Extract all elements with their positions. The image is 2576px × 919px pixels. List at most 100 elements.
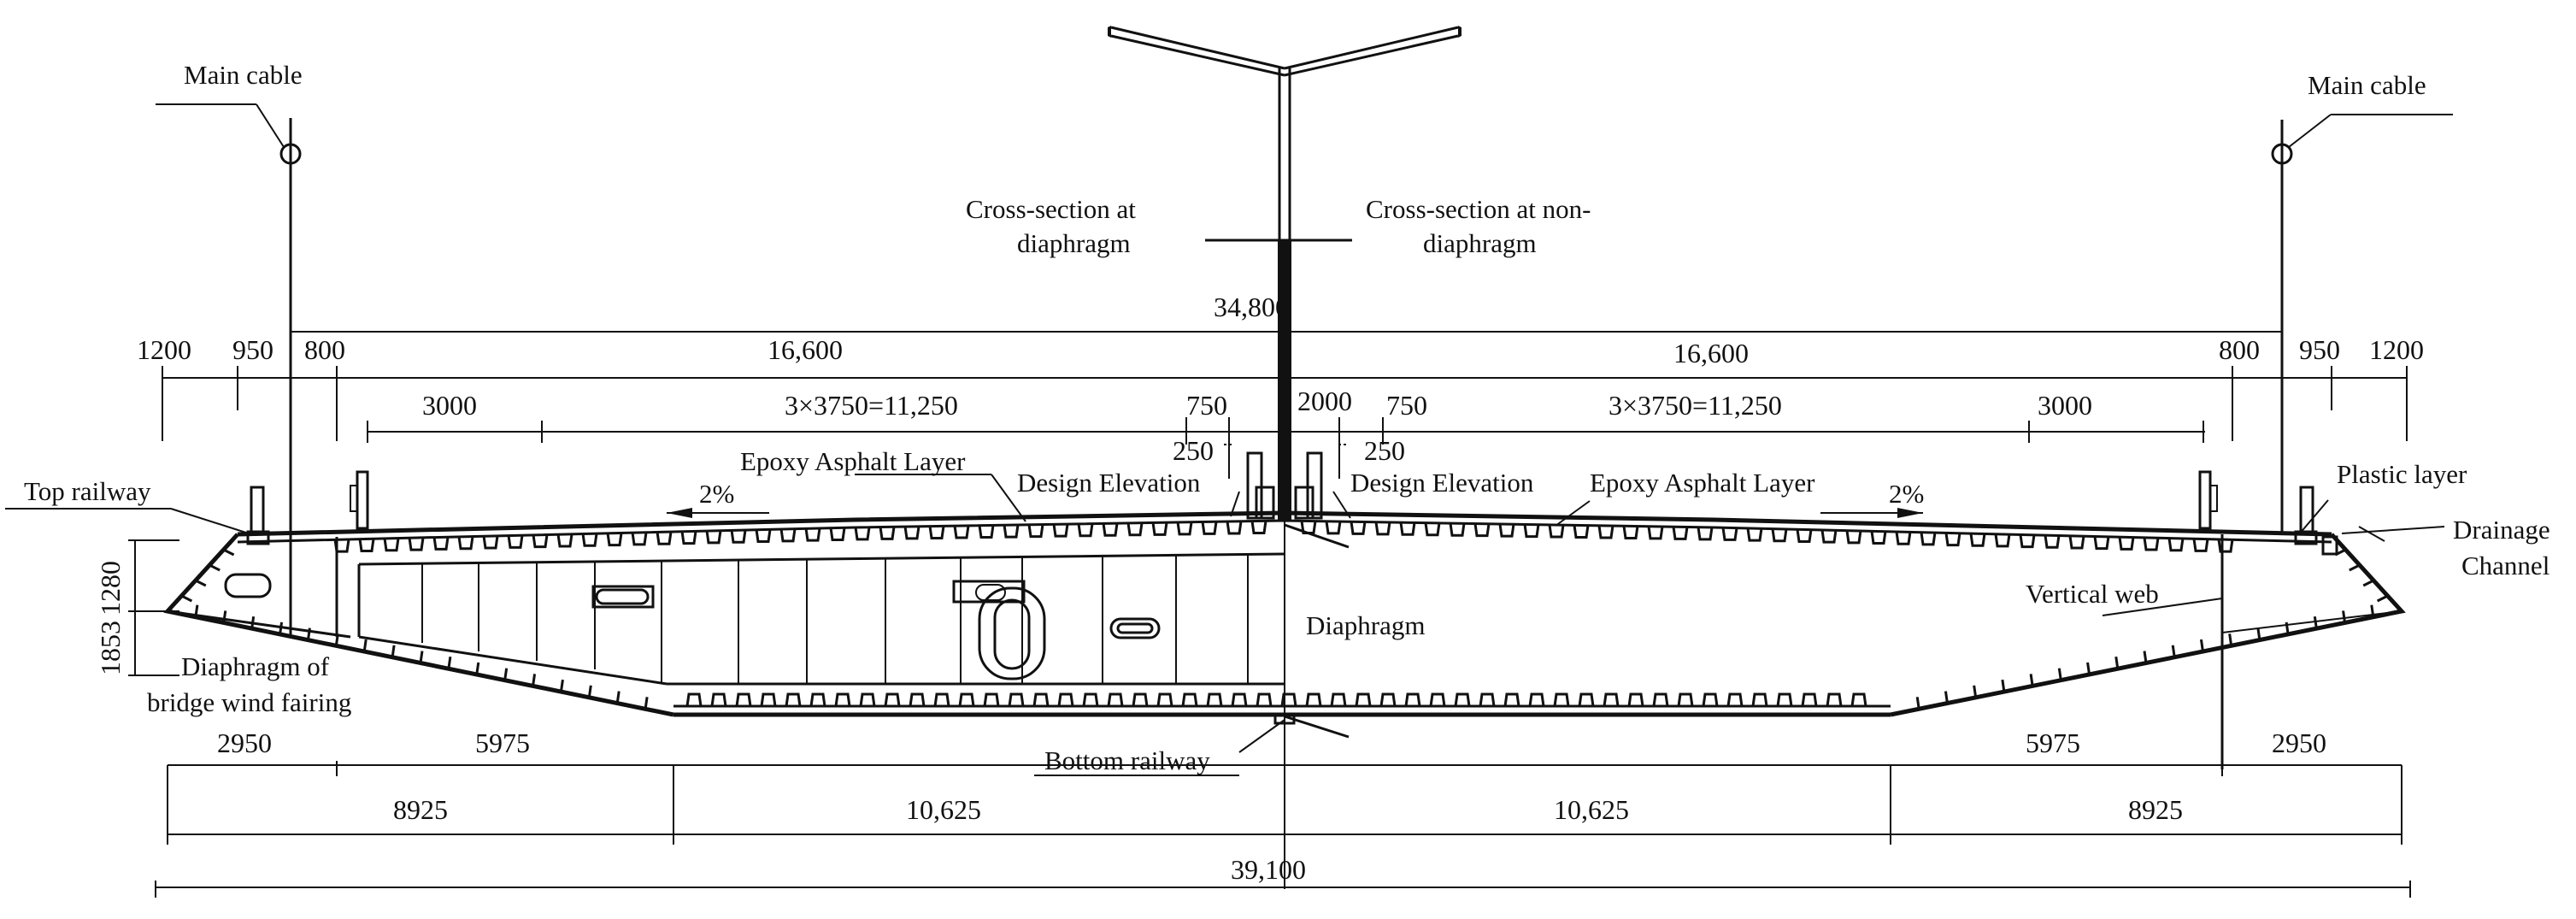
u-rib [785, 692, 802, 707]
stiffener [2349, 563, 2361, 572]
u-rib [2019, 534, 2036, 549]
stiffener [2376, 594, 2389, 603]
dim-3000-right: 3000 [2038, 390, 2092, 421]
wind-fairing-label-1: Diaphragm of [181, 651, 330, 681]
u-rib [1603, 692, 1620, 707]
u-rib [581, 533, 598, 547]
u-rib [1052, 523, 1069, 538]
stiffener [2342, 610, 2347, 623]
u-rib [2143, 537, 2160, 551]
stiffener [2313, 616, 2318, 629]
u-rib [1479, 692, 1496, 707]
stiffener [250, 616, 256, 629]
dim-800-left: 800 [304, 334, 345, 365]
stiffener [222, 548, 235, 557]
stiffener [2114, 657, 2120, 669]
u-rib [408, 537, 425, 551]
u-rib [1181, 692, 1198, 707]
stiffener [2143, 651, 2148, 663]
stiffener [279, 622, 284, 635]
dim-950-right: 950 [2299, 334, 2340, 365]
u-rib [680, 531, 697, 545]
u-rib [859, 692, 876, 707]
u-rib [1082, 692, 1099, 707]
u-rib [755, 529, 772, 544]
u-rib [1820, 529, 1838, 544]
u-rib [2192, 539, 2209, 552]
u-rib [1424, 522, 1441, 537]
dim-b2950-right: 2950 [2272, 728, 2326, 758]
top-railway-label: Top railway [24, 476, 151, 506]
u-rib [1379, 692, 1397, 707]
u-rib [1126, 522, 1144, 537]
u-rib [809, 692, 826, 707]
u-rib [903, 526, 920, 540]
dim-2000: 2000 [1297, 386, 1352, 416]
bottom-dimension-lines [128, 539, 2411, 898]
u-rib [1726, 692, 1744, 707]
dim-total-bottom: 39,100 [1231, 854, 1306, 885]
u-rib [779, 528, 797, 543]
u-rib [1796, 529, 1813, 543]
u-rib [2167, 538, 2185, 552]
u-rib [1151, 522, 1168, 536]
dim-b10625-right: 10,625 [1554, 794, 1629, 825]
u-rib [1850, 692, 1867, 707]
u-rib [1250, 521, 1267, 534]
u-rib [1473, 523, 1491, 538]
u-rib [2068, 535, 2085, 550]
u-rib [358, 539, 375, 552]
u-rib [2044, 535, 2061, 549]
stiffener [180, 594, 193, 603]
u-rib [432, 537, 450, 551]
dim-1280: 1280 [95, 561, 126, 616]
stiffener [362, 639, 368, 652]
dim-total-top: 34,800 [1214, 292, 1289, 322]
stiffener [2029, 674, 2034, 686]
u-rib [710, 692, 727, 707]
u-rib [1132, 692, 1149, 707]
slope-left-label: 2% [699, 479, 734, 509]
u-rib [1776, 692, 1793, 707]
u-rib [1771, 528, 1788, 543]
stiffener [419, 651, 424, 663]
u-rib [1746, 527, 1763, 542]
u-rib [1201, 521, 1218, 535]
u-rib [1305, 692, 1322, 707]
u-rib [1454, 692, 1471, 707]
main-cable-right-label: Main cable [2308, 70, 2426, 100]
u-rib [1627, 692, 1644, 707]
railings [246, 451, 2338, 739]
u-rib [879, 527, 896, 540]
dim-b5975-right: 5975 [2026, 728, 2080, 758]
u-rib [735, 692, 752, 707]
dim-lanes-right: 3×3750=11,250 [1609, 390, 1782, 421]
drainage-label-2: Channel [2461, 551, 2550, 580]
bottom-railway-label: Bottom railway [1044, 745, 1210, 775]
stiffener [2370, 604, 2375, 617]
u-rib [482, 535, 499, 550]
u-rib [1399, 522, 1416, 536]
u-rib [1845, 530, 1862, 545]
stiffener [503, 668, 509, 680]
wind-fairing-label-2: bridge wind fairing [147, 687, 351, 717]
u-rib [1429, 692, 1446, 707]
u-rib [383, 538, 400, 552]
stiffener [2228, 633, 2233, 646]
stiffener [2285, 622, 2290, 635]
epoxy-left-label: Epoxy Asphalt Layer [740, 446, 966, 476]
stiffener [2001, 679, 2006, 692]
u-rib [1751, 692, 1768, 707]
top-dimension-lines [162, 331, 2408, 479]
stiffener [447, 657, 452, 669]
u-rib [705, 530, 722, 545]
u-rib [1003, 524, 1020, 539]
dim-750-left: 750 [1186, 390, 1227, 421]
epoxy-right-label: Epoxy Asphalt Layer [1590, 468, 1815, 498]
stiffener [2086, 662, 2091, 675]
u-rib [1008, 692, 1025, 707]
u-rib [884, 692, 901, 707]
u-rib [1528, 692, 1545, 707]
u-rib [909, 692, 926, 707]
dim-b8925-right: 8925 [2128, 794, 2183, 825]
